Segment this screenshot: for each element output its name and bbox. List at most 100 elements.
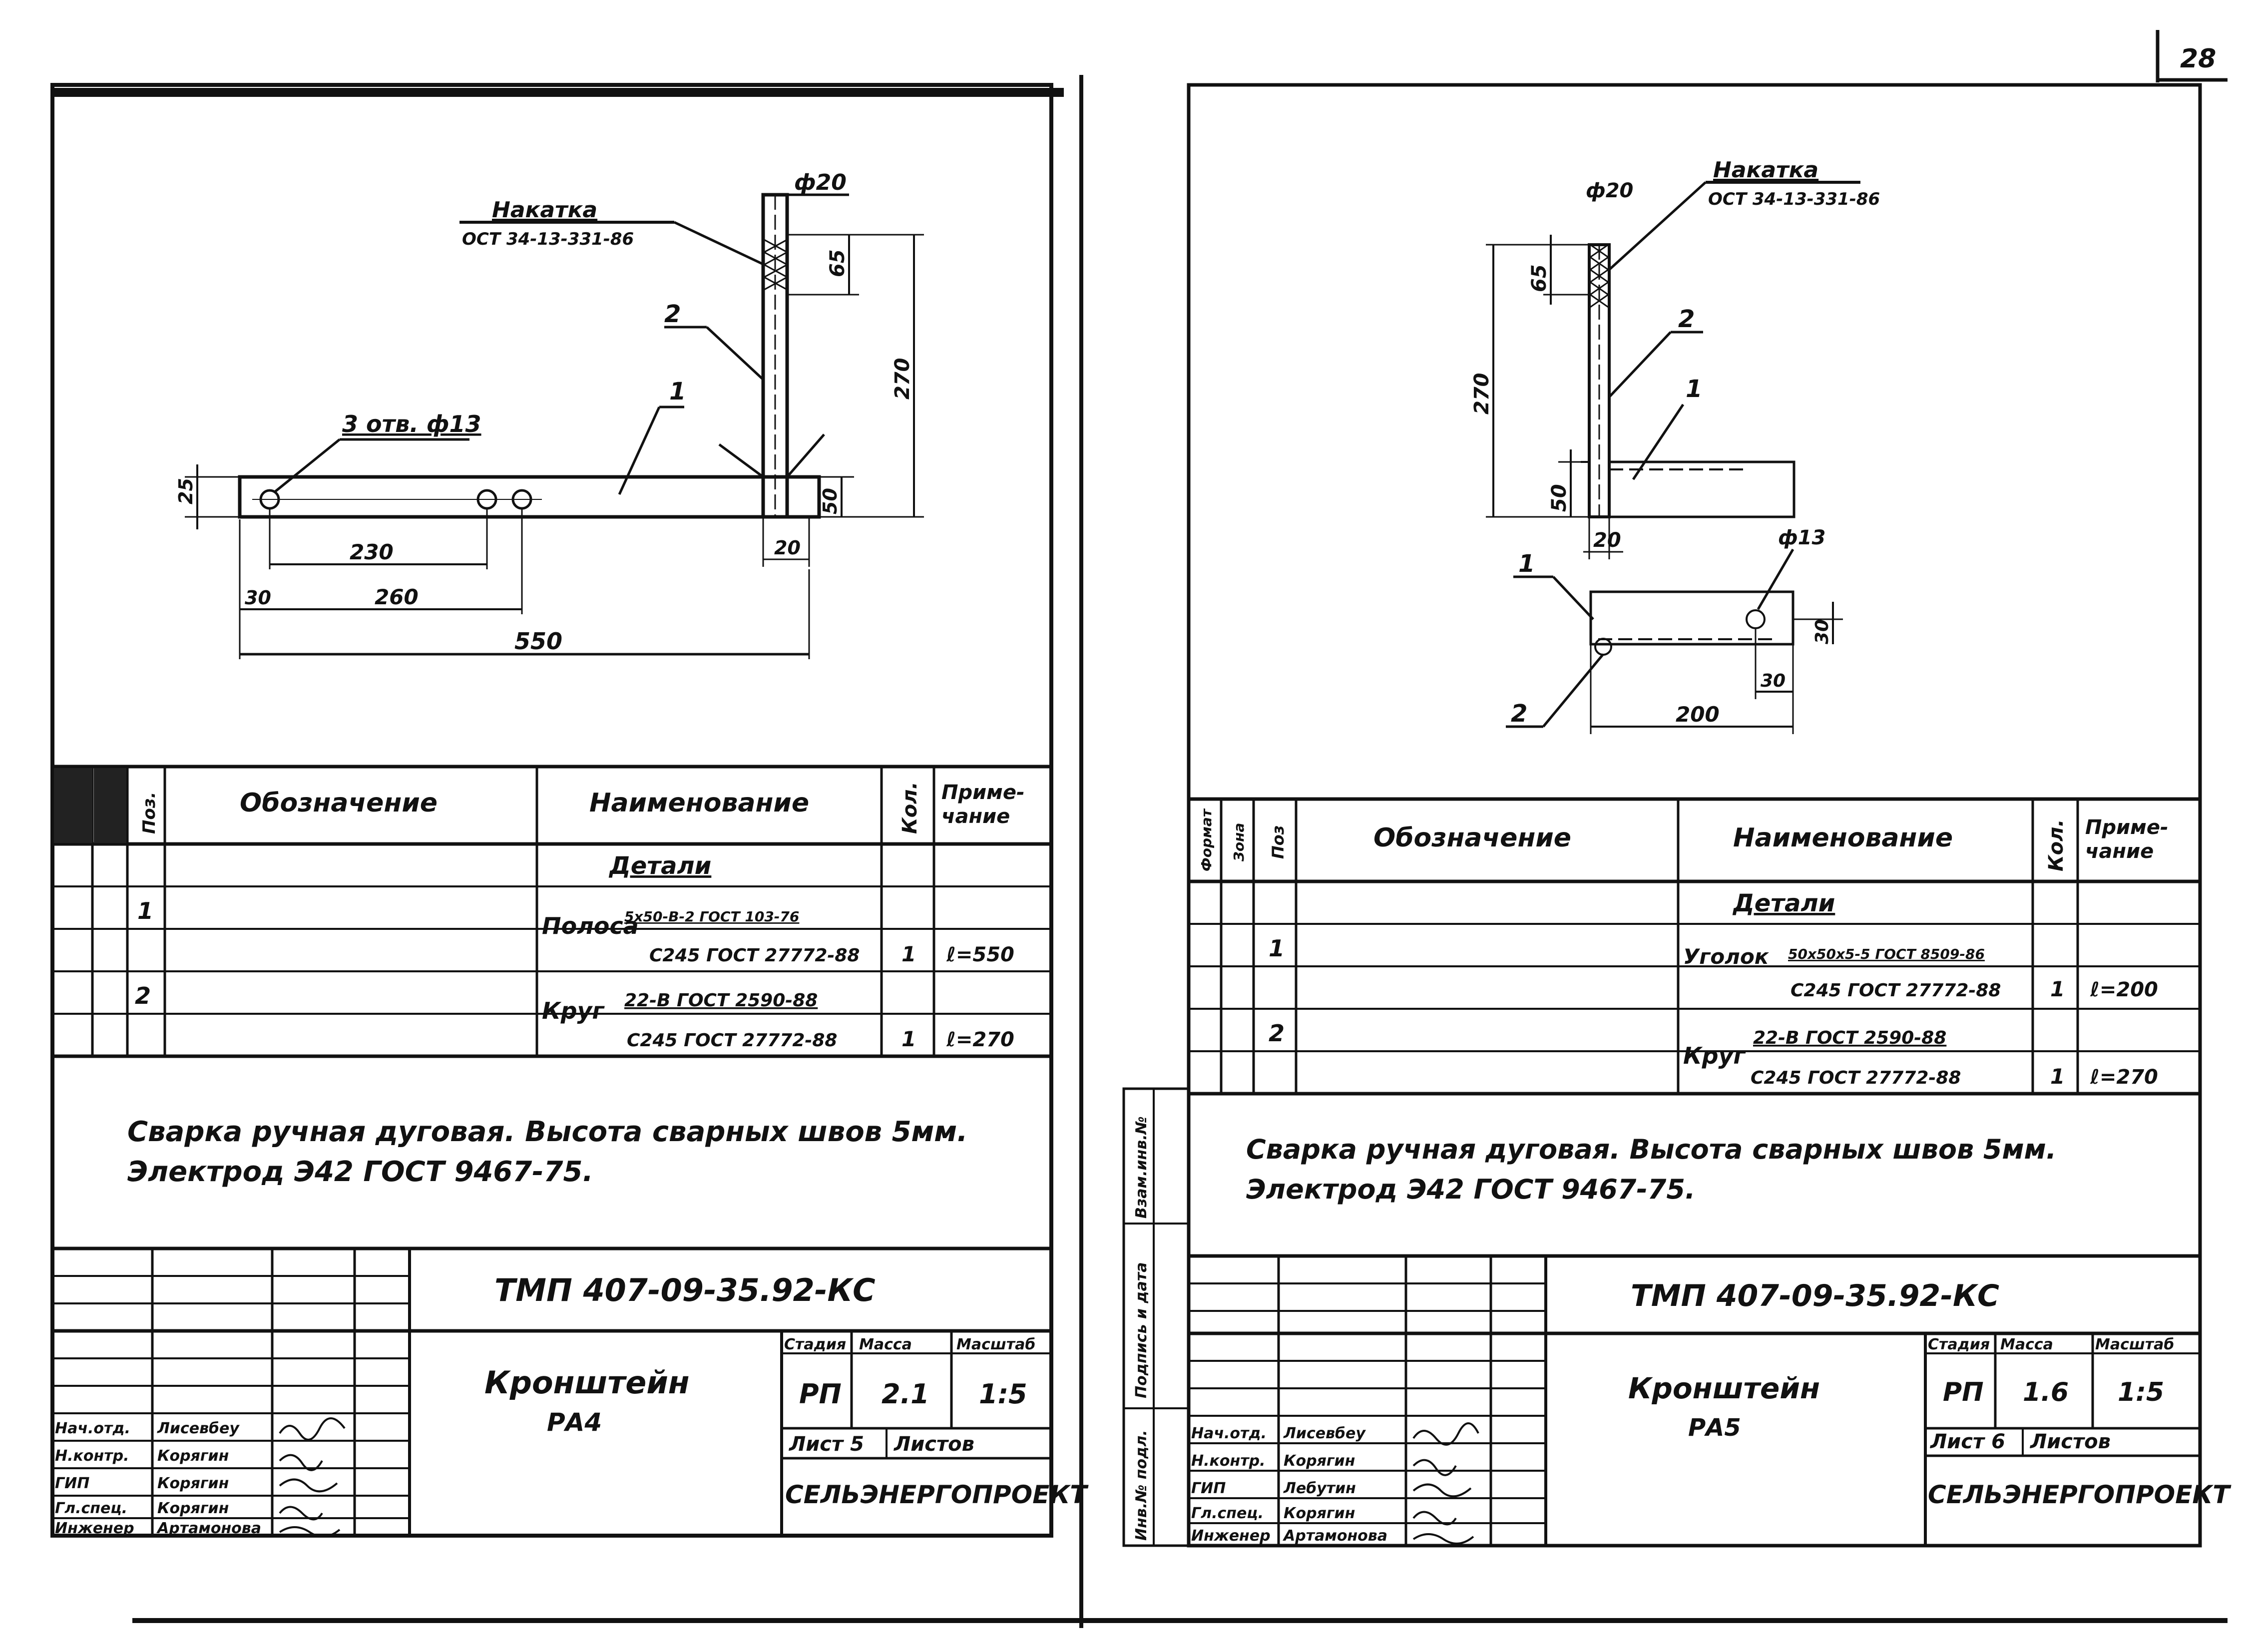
right-doc-code: ТМП 407-09-35.92-КС: [1631, 1278, 1999, 1313]
right-row2-spec-bottom: С245 ГОСТ 27772-88: [1751, 1068, 1961, 1088]
right-callout-1: 1: [1686, 375, 1702, 403]
signature-3: [279, 1478, 338, 1493]
left-dim-20: 20: [774, 537, 801, 559]
right-callout-2: 2: [1678, 305, 1695, 333]
left-hdr-designation: Обозначение: [240, 788, 438, 818]
left-stage-label: Стадия: [784, 1336, 846, 1353]
left-sheet-no: Лист 5: [789, 1433, 864, 1456]
left-row2-pos: 2: [135, 982, 151, 1009]
right-notes-line2: Электрод Э42 ГОСТ 9467-75.: [1246, 1174, 1695, 1205]
right-hdr-note: Приме-чание: [2085, 816, 2169, 863]
left-dim-30: 30: [245, 587, 271, 609]
left-staff-name-3: Корягин: [157, 1475, 229, 1492]
left-staff-role-2: Н.контр.: [55, 1447, 129, 1465]
left-staff-name-5: Артамонова: [156, 1520, 261, 1537]
left-hdr-name: Наименование: [589, 788, 809, 818]
signature-5: [279, 1526, 341, 1538]
left-dia-20: ф20: [794, 170, 847, 195]
signature-2: [279, 1454, 323, 1471]
right-section-title: Детали: [1732, 889, 1835, 917]
right-dim-50: 50: [1548, 484, 1571, 512]
left-hdr-pos: Поз.: [139, 792, 159, 834]
left-sheet: Накатка ОСТ 34-13-331-86 2 1 3 отв. ф13 …: [50, 83, 1089, 1538]
right-row2-spec-top: 22-В ГОСТ 2590-88: [1753, 1028, 1946, 1048]
left-title-block: ТМП 407-09-35.92-КС Кронштейн РА4 Стадия…: [52, 1246, 1089, 1538]
left-dim-50: 50: [819, 488, 841, 514]
right-part-mark: РА5: [1688, 1414, 1741, 1442]
right-dimensions: 65 270 50 20 30 30 200: [1470, 235, 1843, 734]
right-dim-20: 20: [1593, 529, 1621, 552]
left-row1-spec-top: 5x50-В-2 ГОСТ 103-76: [624, 908, 799, 925]
left-callout-2: 2: [664, 300, 681, 328]
right-knurl-standard: ОСТ 34-13-331-86: [1708, 189, 1880, 209]
left-row2-spec-bottom: С245 ГОСТ 27772-88: [627, 1030, 837, 1051]
right-staff-role-3: ГИП: [1191, 1480, 1226, 1497]
right-hdr-designation: Обозначение: [1373, 823, 1571, 853]
right-hdr-pos: Поз: [1269, 826, 1288, 859]
right-hdr-zone: Зона: [1231, 823, 1247, 862]
left-row1-name: Полоса: [542, 912, 639, 939]
left-knurl-standard: ОСТ 34-13-331-86: [462, 229, 634, 249]
right-knurl-title: Накатка: [1713, 157, 1818, 183]
right-row1-note: ℓ=200: [2090, 978, 2158, 1001]
left-mass-label: Масса: [859, 1336, 912, 1353]
left-hdr-note: Приме-чание: [941, 781, 1025, 828]
right-sheet-no: Лист 6: [1930, 1430, 2005, 1453]
right-dim-200: 200: [1676, 702, 1720, 727]
signature-2: [1412, 1459, 1457, 1476]
left-dim-25: 25: [175, 478, 197, 504]
right-dim-270: 270: [1470, 373, 1493, 415]
knurl-hatch: [1590, 244, 1609, 308]
right-row1-spec-bottom: С245 ГОСТ 27772-88: [1791, 980, 2001, 1001]
signature-1: [1412, 1422, 1479, 1446]
signature-4: [279, 1506, 323, 1521]
left-hdr-qty: Кол.: [898, 782, 921, 834]
signature-5: [1412, 1533, 1474, 1545]
left-knurl-title: Накатка: [492, 197, 597, 223]
right-mass-label: Масса: [2000, 1336, 2053, 1353]
left-dim-230: 230: [350, 540, 394, 564]
left-row2-note: ℓ=270: [946, 1028, 1014, 1051]
right-rod-section: [1594, 638, 1612, 656]
right-dia-20: ф20: [1586, 179, 1633, 202]
right-part-name: Кронштейн: [1628, 1371, 1820, 1405]
right-staff-name-2: Корягин: [1284, 1452, 1355, 1470]
right-stage: РП: [1943, 1377, 1984, 1407]
right-staff-role-1: Нач.отд.: [1191, 1425, 1267, 1442]
right-notes-line1: Сварка ручная дуговая. Высота сварных шв…: [1246, 1134, 2056, 1165]
left-sheets-label: Листов: [894, 1433, 974, 1456]
page-frame: 28: [52, 30, 2228, 1628]
signature-3: [1412, 1483, 1472, 1498]
right-staff-name-5: Артамонова: [1283, 1527, 1387, 1545]
left-row2-spec-top: 22-В ГОСТ 2590-88: [624, 990, 818, 1011]
right-row1-qty: 1: [2050, 977, 2065, 1001]
left-row1-pos: 1: [137, 897, 153, 924]
left-row1-note: ℓ=550: [946, 943, 1014, 966]
right-row2-qty: 1: [2050, 1064, 2065, 1089]
left-notes-line1: Сварка ручная дуговая. Высота сварных шв…: [127, 1116, 967, 1148]
right-title-block: ТМП 407-09-35.92-КС Кронштейн РА5 Стадия…: [1189, 1254, 2232, 1546]
right-bracket-drawing: Накатка ОСТ 34-13-331-86 ф20 2 1 1 2 ф13…: [1470, 157, 1880, 734]
left-holes-callout: 3 отв. ф13: [342, 411, 481, 437]
left-staff-name-4: Корягин: [157, 1500, 229, 1517]
right-staff-role-4: Гл.спец.: [1191, 1505, 1264, 1522]
side-stamp-3: Инв.№ подл.: [1133, 1430, 1150, 1541]
left-dimensions: 65 270 25 50 20 230: [175, 234, 924, 659]
side-stamp-1: Взам.инв.№: [1133, 1116, 1150, 1219]
left-staff-role-3: ГИП: [55, 1475, 89, 1492]
left-doc-code: ТМП 407-09-35.92-КС: [494, 1272, 876, 1308]
right-row1-name: Уголок: [1683, 944, 1770, 969]
left-row2-name: Круг: [542, 997, 605, 1024]
page-number: 28: [2180, 44, 2216, 74]
right-row2-note: ℓ=270: [2090, 1066, 2158, 1089]
left-row2-qty: 1: [901, 1027, 916, 1051]
right-hole: [1746, 609, 1766, 629]
left-staff-role-5: Инженер: [55, 1520, 134, 1537]
right-org: СЕЛЬЭНЕРГОПРОЕКТ: [1928, 1480, 2232, 1509]
left-dim-260: 260: [375, 585, 419, 609]
left-scale: 1:5: [979, 1378, 1027, 1410]
signature-4: [1412, 1511, 1457, 1526]
left-notes-line2: Электрод Э42 ГОСТ 9467-75.: [127, 1156, 593, 1188]
right-hdr-qty: Кол.: [2045, 819, 2068, 871]
right-row1-spec-top: 50x50x5-5 ГОСТ 8509-86: [1788, 946, 1985, 962]
